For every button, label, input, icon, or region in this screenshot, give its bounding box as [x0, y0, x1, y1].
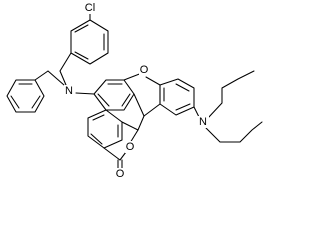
butyl-chain-upper	[207, 70, 255, 119]
bond-nitrogen-to-xanthene	[75, 92, 95, 95]
phthalide-benzene-ring	[87, 109, 123, 149]
chlorine-label: Cl	[85, 2, 95, 14]
xanthene-left-ring	[93, 79, 135, 111]
chemical-structure-diagram: Cl N O N O O	[6, 2, 263, 180]
ring-oxygen-label: O	[140, 64, 149, 76]
nitrogen-right-label: N	[199, 116, 207, 128]
bond-phthalide-to-spiro-carbon	[121, 121, 139, 131]
benzyl-phenyl-ring	[6, 79, 45, 113]
bond-xanthene-to-spiro-carbon	[137, 115, 145, 131]
nitrogen-left-label: N	[65, 85, 73, 97]
bond-methylene-to-nitrogen	[47, 70, 65, 86]
chlorophenyl-ring	[70, 19, 109, 65]
bond-lactone-oxygen-to-carbonyl	[119, 151, 127, 161]
butyl-chain-lower	[205, 121, 263, 143]
lactone-oxygen-label: O	[126, 141, 135, 153]
bond-carbonyl-to-phthalide-ring	[103, 147, 121, 161]
bond-benzylic-carbon-to-nitrogen	[59, 70, 67, 86]
bond-phenyl-to-methylene	[34, 70, 49, 81]
xanthene-right-ring	[159, 78, 195, 116]
carbonyl-oxygen-label: O	[116, 168, 125, 180]
bond-ring-to-benzylic-carbon	[59, 52, 72, 72]
bond-spiro-carbon-to-lactone-oxygen	[129, 129, 139, 144]
